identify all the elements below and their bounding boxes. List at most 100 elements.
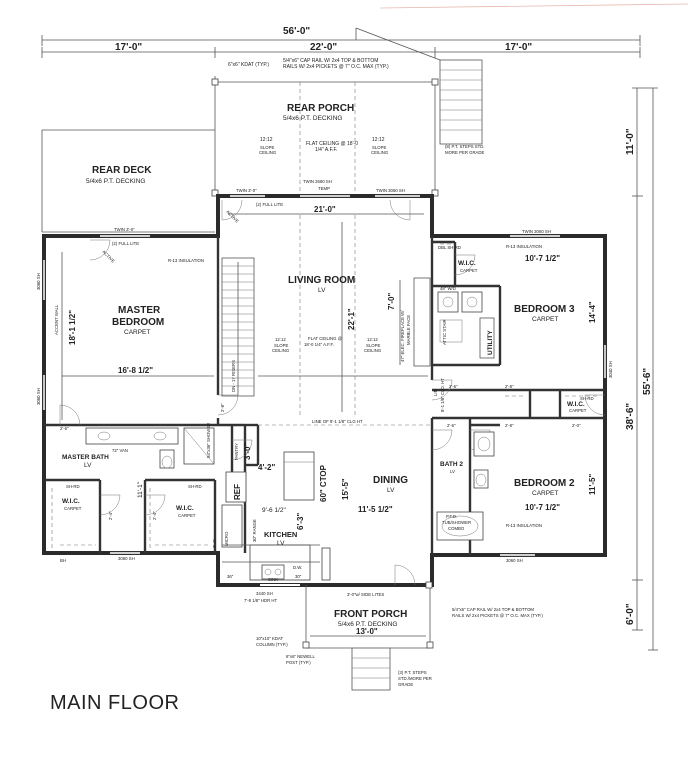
living-room-finish: LV [318, 287, 326, 294]
slope-rear-left-label: SLOPE [260, 145, 274, 150]
note-2-4-wic2: 2'-4" [152, 511, 157, 520]
rear-deck-title: REAR DECK [92, 165, 152, 176]
note-pfd: P.F.D. [446, 514, 457, 519]
stairs: DN - 17 RISERS [221, 257, 255, 397]
fireplace-utility [399, 277, 495, 367]
note-newell-2: POST (TYP.) [286, 660, 311, 665]
dim-bedroom3-depth: 14'-4" [588, 301, 597, 323]
rear-steps [355, 27, 483, 145]
rear-deck-finish: 5/4x6 P.T. DECKING [86, 178, 146, 185]
dim-bedroom3-width: 10'-7 1/2" [525, 254, 560, 263]
note-sh-rd-wic4: SH-RD [580, 396, 594, 401]
wic1-finish: CARPET [64, 506, 82, 511]
note-shower: 54"x36" SHOWER [206, 423, 211, 458]
note-fireplace-2: MARBLE FACE [406, 315, 411, 345]
dim-kitchen-width: 9'-6 1/2" [262, 507, 286, 514]
note-combo: COMBO [448, 526, 465, 531]
note-hdr-ht: 7'-8 1/8" HDR HT [244, 598, 278, 603]
note-twin-3060-br3: TWIN 3060 SH [522, 229, 551, 234]
front-porch-area [302, 581, 434, 691]
note-cap-rail-rear-1: 5/4"x6" CAP RAIL W/ 2x4 TOP & BOTTOM [283, 58, 378, 64]
dim-master-bath: 11'-1" [137, 481, 144, 498]
kitchen-finish: LV [277, 540, 285, 547]
top-edge-line [379, 3, 688, 9]
note-3060-br2: 3060 SH [506, 558, 523, 563]
dim-center-width: 22'-0" [310, 42, 337, 53]
note-closet-2-6-br3: 2'-6" [449, 384, 458, 389]
note-front-steps-2: STD./MORE PER [398, 676, 432, 681]
note-twin-3060-rear: TWIN 3060 SH [376, 188, 405, 193]
note-full-lite-master: (2) FULL LITE [112, 241, 139, 246]
note-rear-steps: (8) P.T. STEPS STD. [445, 144, 485, 149]
note-twin-3-0: TWIN 3'-0" [236, 188, 257, 193]
note-van: 72" VAN [112, 448, 128, 453]
note-r13-br2: R-13 INSULATION [506, 523, 542, 528]
note-sh-rd-wic2: SH-RD [188, 484, 202, 489]
room-labels: LIVING ROOM LV 22'-1" MASTER BEDROOM CAR… [62, 254, 597, 636]
note-newell: 6"x6" NEWELL [286, 654, 315, 659]
dim-front-porch-width: 13'-0" [356, 627, 378, 636]
windows [43, 195, 606, 586]
note-dim-36: 36" [227, 574, 234, 579]
slope-rear-right: 12:12 [372, 137, 385, 143]
note-risers: DN - 17 RISERS [231, 360, 236, 392]
dim-dining-width: 11'-5 1/2" [358, 505, 393, 514]
dim-right-width: 17'-0" [505, 42, 532, 53]
note-kdat-col: 10"x10" KDAT [256, 636, 283, 641]
wic2-title: W.I.C. [176, 505, 194, 512]
dim-living-depth: 22'-1" [347, 308, 356, 330]
note-lin: LIN [433, 389, 438, 396]
note-twin-2680: TWIN 2680 SH [303, 179, 332, 184]
note-wd: 48" W/D [440, 286, 456, 291]
front-porch-finish: 5/4x6 P.T. DECKING [338, 621, 398, 628]
note-line-of-ceiling: LINE OF 9'-1 1/8" CLG HT [312, 419, 363, 424]
master-bedroom-title-2: BEDROOM [112, 317, 164, 328]
note-3060-left-bottom: 3060 SH [36, 388, 41, 405]
note-full-lite-rear: (2) FULL LITE [256, 202, 283, 207]
note-cap-rail-front-1: 5/4"x6" CAP RAIL W/ 2x4 TOP & BOTTOM [452, 607, 534, 612]
front-porch-title: FRONT PORCH [334, 609, 407, 620]
note-micro: MICRO [224, 531, 229, 546]
dining-finish: LV [387, 487, 395, 494]
dim-porch-depth: 11'-0" [625, 128, 636, 155]
note-tub-shower: TUB/SHOWER [442, 520, 471, 525]
note-slope-living-left: 12:12 [275, 337, 286, 342]
note-flat-ceiling-living-2: 18'-0 1/4" A.F.F. [304, 342, 334, 347]
kitchen-title: KITCHEN [264, 530, 297, 539]
bath2-title: BATH 2 [440, 461, 463, 468]
bath2-finish: LV [450, 469, 455, 474]
note-2-4-wic1: 2'-4" [108, 511, 113, 520]
note-cap-rail-rear-2: RAILS W/ 2x4 PICKETS @ 7" O.C. MAX (TYP.… [283, 64, 389, 70]
note-flat-ceiling-living: FLAT CEILING @ [308, 336, 342, 341]
master-bath-finish: LV [84, 462, 92, 469]
note-r13-master: R-13 INSULATION [168, 258, 204, 263]
bedroom2-title: BEDROOM 2 [514, 478, 575, 489]
note-kdat-col-2: COLUMN (TYP.) [256, 642, 288, 647]
floor-title: MAIN FLOOR [50, 692, 180, 714]
note-sh-rd-wic1: SH-RD [66, 484, 80, 489]
dim-dining-depth: 15'-5" [341, 478, 350, 500]
rear-porch-finish: 5/4x6 P.T. DECKING [283, 115, 343, 122]
dim-living-width: 21'-0" [314, 205, 336, 214]
note-rear-steps-2: MORE PER GRADE [445, 150, 485, 155]
note-slope-living-left-label2: CEILING [272, 348, 290, 353]
wic4-title: W.I.C. [567, 401, 585, 408]
note-kdat: 6"x6" KDAT (TYP.) [228, 62, 269, 68]
utility-title: UTILITY [487, 330, 494, 355]
note-closet-2-6-bath2: 2'-6" [447, 423, 456, 428]
note-accent-wall: ACCENT WALL [54, 304, 59, 335]
note-front-steps: (3) P.T. STEPS [398, 670, 427, 675]
right-dimensions: 11'-0" 38'-6" 55'-6" 6'-0" [625, 87, 658, 651]
master-bath-fixtures [85, 427, 215, 469]
bath2-fixtures [436, 431, 495, 541]
note-closet-2-8-br3: 2'-8" [505, 384, 514, 389]
bedroom3-title: BEDROOM 3 [514, 304, 575, 315]
slope-rear-right-label2: CEILING [371, 150, 389, 155]
living-lines: 21'-0" [61, 205, 430, 426]
dim-bedroom2-width: 10'-7 1/2" [525, 503, 560, 512]
note-2-6-master: 2'-6" [60, 426, 69, 431]
note-2-8-stair: 2'-8" [220, 403, 225, 412]
slope-rear-left-label2: CEILING [259, 150, 277, 155]
bedroom3-finish: CARPET [532, 316, 558, 323]
